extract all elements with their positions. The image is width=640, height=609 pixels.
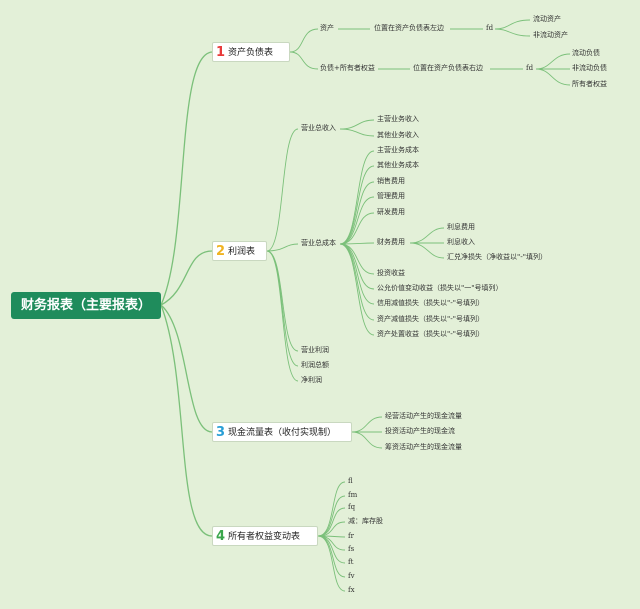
hub-title: 所有者权益变动表 xyxy=(228,532,301,542)
node-liab-position[interactable]: 位置在资产负债表右边 xyxy=(413,64,483,72)
node-operating-cash[interactable]: 经营活动产生的现金流量 xyxy=(385,412,462,420)
section-number: 1 xyxy=(216,45,226,60)
node-financing-cash[interactable]: 筹资活动产生的现金流量 xyxy=(385,443,462,451)
node-main-cost[interactable]: 主营业务成本 xyxy=(377,146,419,154)
node-operating-profit[interactable]: 营业利润 xyxy=(301,346,329,354)
node-liab-fd[interactable]: fd xyxy=(526,64,534,72)
node-fq[interactable]: fq xyxy=(348,503,356,511)
node-equity[interactable]: 所有者权益 xyxy=(572,80,607,88)
node-treasury-stock[interactable]: 减：库存股 xyxy=(348,517,383,525)
node-asset-position[interactable]: 位置在资产负债表左边 xyxy=(374,24,444,32)
node-asset-disposal[interactable]: 资产处置收益（损失以"-"号填列） xyxy=(377,330,484,338)
section-number: 4 xyxy=(216,529,226,544)
node-fm[interactable]: fm xyxy=(348,491,358,499)
node-current-liab[interactable]: 流动负债 xyxy=(572,49,600,57)
node-asset[interactable]: 资产 xyxy=(320,24,334,32)
node-selling-expense[interactable]: 销售费用 xyxy=(377,177,405,185)
node-noncurrent-assets[interactable]: 非流动资产 xyxy=(533,31,568,39)
node-liab-equity[interactable]: 负债+所有者权益 xyxy=(320,64,375,72)
node-total-revenue[interactable]: 营业总收入 xyxy=(301,124,336,132)
node-interest-expense[interactable]: 利息费用 xyxy=(447,223,475,231)
node-asset-fd[interactable]: fd xyxy=(486,24,494,32)
node-fx-loss[interactable]: 汇兑净损失（净收益以"-"填列） xyxy=(447,253,547,261)
node-rd-expense[interactable]: 研发费用 xyxy=(377,208,405,216)
root-node[interactable]: 财务报表（主要报表） xyxy=(11,292,161,319)
node-investment-income[interactable]: 投资收益 xyxy=(377,269,405,277)
node-finance-expense[interactable]: 财务费用 xyxy=(377,238,405,246)
node-fv[interactable]: fv xyxy=(348,572,355,580)
node-investing-cash[interactable]: 投资活动产生的现金流 xyxy=(385,427,455,435)
section-number: 2 xyxy=(216,244,226,259)
node-net-profit[interactable]: 净利润 xyxy=(301,376,322,384)
node-fr[interactable]: fr xyxy=(348,532,354,540)
node-current-assets[interactable]: 流动资产 xyxy=(533,15,561,23)
node-total-profit[interactable]: 利润总额 xyxy=(301,361,329,369)
hub-title: 现金流量表（收付实现制） xyxy=(228,428,337,438)
hub-title: 资产负债表 xyxy=(228,48,274,58)
node-total-cost[interactable]: 营业总成本 xyxy=(301,239,336,247)
node-fs[interactable]: fs xyxy=(348,545,355,553)
node-interest-income[interactable]: 利息收入 xyxy=(447,238,475,246)
hub-title: 利润表 xyxy=(228,247,256,257)
node-main-revenue[interactable]: 主营业务收入 xyxy=(377,115,419,123)
node-ft[interactable]: ft xyxy=(348,558,354,566)
node-fl[interactable]: fl xyxy=(348,477,353,485)
node-other-cost[interactable]: 其他业务成本 xyxy=(377,161,419,169)
node-fx[interactable]: fx xyxy=(348,586,355,594)
node-other-revenue[interactable]: 其他业务收入 xyxy=(377,131,419,139)
section-number: 3 xyxy=(216,425,226,440)
node-credit-impairment[interactable]: 信用减值损失（损失以"-"号填列） xyxy=(377,299,484,307)
node-fair-value-gain[interactable]: 公允价值变动收益（损失以"一"号填列） xyxy=(377,284,503,292)
node-noncurrent-liab[interactable]: 非流动负债 xyxy=(572,64,607,72)
node-admin-expense[interactable]: 管理费用 xyxy=(377,192,405,200)
node-asset-impairment[interactable]: 资产减值损失（损失以"-"号填列） xyxy=(377,315,484,323)
